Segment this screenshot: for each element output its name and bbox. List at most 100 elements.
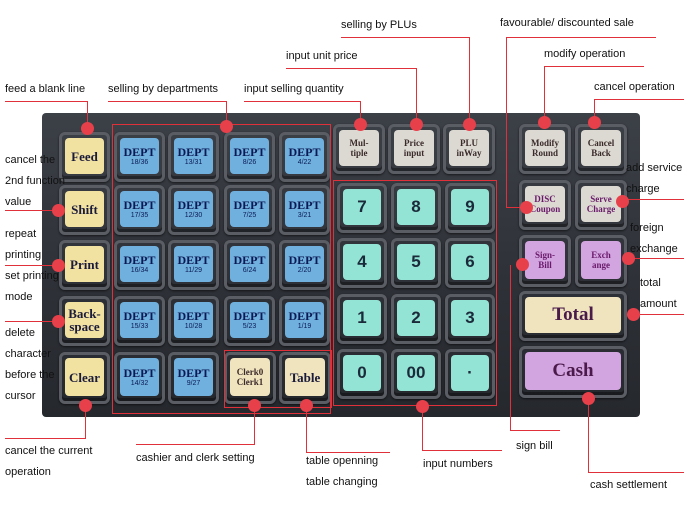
dept-key-sub: 16/34 — [130, 266, 149, 274]
note-feed-blank: feed a blank line — [5, 83, 86, 95]
digit-key[interactable]: 5 — [391, 238, 441, 288]
dept-key-label: DEPT — [123, 197, 156, 212]
dept-key-label: DEPT — [177, 308, 210, 323]
print-key[interactable]: Print — [59, 240, 110, 290]
digit-key[interactable]: 4 — [337, 238, 387, 288]
digit-key[interactable]: 7 — [337, 183, 387, 233]
marker-dot — [621, 251, 635, 265]
digit-key-label: 7 — [357, 197, 367, 216]
digit-key-label: 4 — [357, 252, 367, 271]
disc-key-label-1: DISC — [534, 194, 556, 204]
backspace-key-label-1: Back- — [68, 306, 101, 321]
digit-key[interactable]: 00 — [391, 349, 441, 399]
note-repeat-3: set printing — [5, 270, 59, 282]
dept-key-sub: 13/31 — [184, 158, 203, 166]
digit-key[interactable]: · — [445, 349, 495, 399]
signbill-key-label-1: Sign- — [534, 250, 555, 260]
note-foreign-2: exchange — [630, 243, 678, 255]
leader-line — [588, 472, 684, 473]
marker-dot — [219, 119, 233, 133]
leader-line — [622, 199, 684, 200]
cancel-key-label-1: Cancel — [587, 138, 615, 148]
digit-key-label: 8 — [411, 197, 421, 216]
note-foreign-1: foreign — [630, 222, 664, 234]
note-selling-plus: selling by PLUs — [341, 19, 417, 31]
digit-key[interactable]: 3 — [445, 294, 495, 344]
digit-key[interactable]: 1 — [337, 294, 387, 344]
leader-line — [588, 398, 589, 472]
dept-key-label: DEPT — [177, 365, 210, 380]
leader-line — [628, 258, 684, 259]
dept-key-label: DEPT — [233, 252, 266, 267]
dept-key-label: DEPT — [233, 308, 266, 323]
disc-key-label-2: Coupon — [529, 204, 561, 214]
feed-key[interactable]: Feed — [59, 132, 110, 182]
shift-key[interactable]: Shift — [59, 185, 110, 235]
leader-line — [422, 406, 423, 450]
dept-key-label: DEPT — [123, 308, 156, 323]
note-cashier-clerk: cashier and clerk setting — [136, 452, 255, 464]
digit-key[interactable]: 2 — [391, 294, 441, 344]
dept-key-label: DEPT — [177, 252, 210, 267]
note-delete-4: cursor — [5, 390, 36, 402]
dept-key-label: DEPT — [177, 197, 210, 212]
leader-line — [594, 99, 595, 124]
dept-key-sub: 17/35 — [130, 211, 149, 219]
marker-dot — [519, 200, 533, 214]
clerk-key-label-2: Clerk1 — [236, 377, 264, 387]
plu-key-label-1: PLU — [460, 138, 478, 148]
leader-line — [85, 404, 86, 438]
digit-key-label: 3 — [465, 308, 475, 327]
shift-key-label: Shift — [71, 201, 98, 217]
leader-line — [5, 438, 86, 439]
table-key[interactable]: Table — [279, 352, 331, 404]
leader-line — [544, 66, 644, 67]
note-add-service-1: add service — [626, 162, 683, 174]
leader-line — [341, 37, 469, 38]
backspace-key[interactable]: Back-space — [59, 296, 110, 346]
note-input-numbers: input numbers — [423, 458, 493, 470]
total-key[interactable]: Total — [519, 291, 627, 341]
marker-dot — [247, 398, 261, 412]
exchange-key-label-2: ange — [592, 260, 610, 270]
digit-key-label: 2 — [411, 308, 421, 327]
leader-line — [226, 101, 227, 125]
cash-key[interactable]: Cash — [519, 346, 627, 398]
marker-dot — [537, 115, 551, 129]
dept-key-label: DEPT — [288, 308, 321, 323]
digit-key[interactable]: 9 — [445, 183, 495, 233]
note-total-amount-1: total — [640, 277, 661, 289]
leader-line — [244, 101, 360, 102]
multiple-key[interactable]: Mul-tiple — [333, 124, 385, 174]
digit-key[interactable]: 8 — [391, 183, 441, 233]
dept-key-label: DEPT — [233, 197, 266, 212]
clear-key[interactable]: Clear — [59, 352, 110, 404]
digit-key[interactable]: 6 — [445, 238, 495, 288]
digit-key[interactable]: 0 — [337, 349, 387, 399]
multiple-key-label-2: tiple — [350, 148, 368, 158]
marker-dot — [515, 257, 529, 271]
